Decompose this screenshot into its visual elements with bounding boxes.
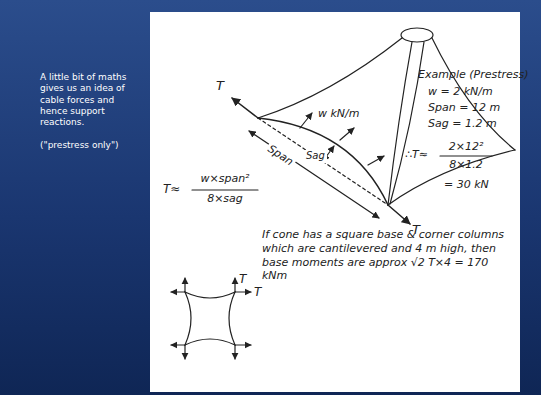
tension-arrow: [232, 98, 258, 118]
example-value: Sag = 1.2 m: [428, 117, 497, 131]
example-result: = 30 kN: [444, 178, 489, 192]
force-label: T: [254, 285, 261, 300]
moment-note: If cone has a square base & corner colum…: [262, 228, 512, 283]
fraction-numerator: 2×12²: [438, 140, 494, 154]
fraction-bar: [192, 189, 258, 190]
cone-edge: [258, 38, 402, 118]
fraction-denominator: 8×1.2: [438, 158, 494, 172]
chord: [258, 118, 388, 205]
corner-arrow: [184, 345, 185, 359]
load-arrow: [368, 156, 384, 165]
load-label: w kN/m: [318, 107, 360, 121]
fraction-bar: [440, 155, 492, 156]
example-value: Span = 12 m: [428, 101, 500, 115]
cone-edge: [388, 42, 412, 205]
tension-arrow: [388, 205, 410, 224]
example-result: ∴T≈: [405, 148, 428, 162]
square-base: [185, 292, 235, 345]
force-label: T: [216, 78, 224, 94]
formula: T≈: [163, 182, 180, 197]
corner-arrow: [234, 278, 235, 292]
load-arrow: [300, 113, 312, 128]
sag-label: Sag: [304, 150, 327, 163]
cable: [258, 118, 388, 205]
example-value: w = 2 kN/m: [428, 85, 493, 99]
slide-text: A little bit of maths gives us an idea o…: [40, 72, 144, 128]
load-arrow: [340, 128, 354, 140]
span-dimension: [249, 131, 379, 218]
formula-denominator: 8×sag: [190, 192, 260, 206]
force-label: T: [239, 272, 246, 287]
corner-arrow: [235, 291, 251, 292]
cone-edge: [390, 42, 424, 204]
corner-arrow: [184, 278, 185, 292]
corner-arrow: [171, 344, 185, 345]
corner-arrow: [171, 291, 185, 292]
slide-note: ("prestress only"): [40, 140, 144, 151]
formula-numerator: w×span²: [190, 172, 260, 186]
example-heading: Example (Prestress): [418, 68, 529, 82]
corner-arrow: [235, 344, 251, 345]
corner-arrow: [234, 345, 235, 359]
cone-top-ring: [401, 28, 433, 42]
